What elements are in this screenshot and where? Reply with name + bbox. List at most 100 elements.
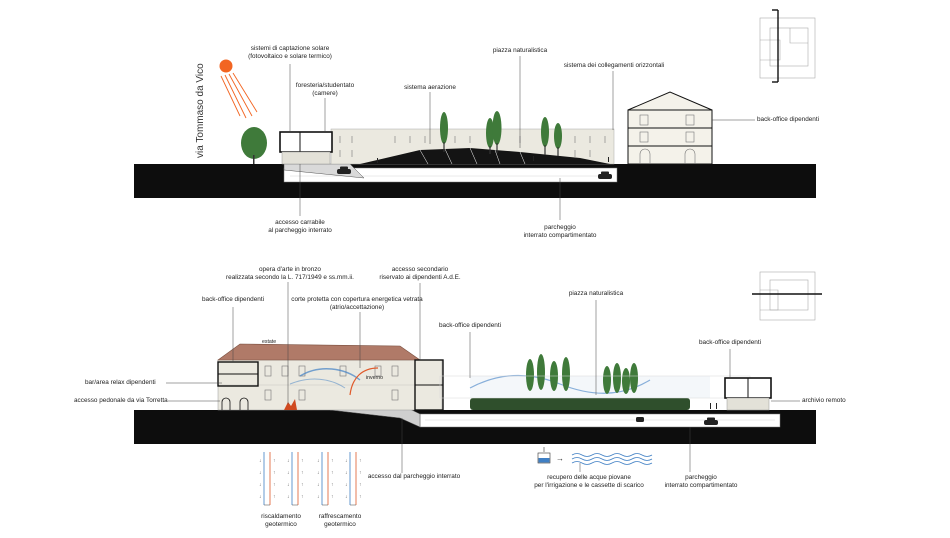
svg-text:↓: ↓: [317, 458, 320, 464]
svg-text:↓: ↓: [317, 482, 320, 488]
label-cool-line2: geotermico: [324, 521, 356, 529]
bottom-historic-building: [217, 343, 444, 411]
key-plan-top: [759, 9, 816, 83]
label-rainwater: recupero delle acque piovane per l'irrig…: [534, 474, 644, 490]
bottom-piazza: [469, 354, 710, 410]
svg-text:↑: ↑: [301, 458, 304, 464]
svg-text:↓: ↓: [287, 458, 290, 464]
bottom-leaders: [166, 282, 800, 473]
label-car-access-line1: accesso carrabile: [275, 219, 325, 226]
svg-text:↑: ↑: [301, 482, 304, 488]
top-parking-void: [283, 167, 618, 183]
svg-text:↓: ↓: [317, 494, 320, 500]
svg-text:↑: ↑: [301, 470, 304, 476]
label-solar-line2: (fotovoltaico e solare termico): [248, 53, 332, 61]
airflow-blue: [299, 368, 361, 381]
label-piazza-top: piazza naturalistica: [492, 47, 548, 54]
label-car-access-line2: al parcheggio interrato: [268, 227, 332, 235]
label-parking-top: parcheggio interrato compartimentato: [524, 224, 597, 240]
label-solar-systems: sistemi di captazione solare (fotovoltai…: [248, 45, 332, 61]
label-heat-line2: geotermico: [265, 521, 297, 529]
label-guest-line1: foresteria/studentato: [295, 82, 355, 89]
svg-text:↑: ↑: [331, 470, 334, 476]
bottom-parking-void: [419, 413, 781, 428]
label-winter: inverno: [366, 375, 384, 381]
top-leaders: [289, 56, 755, 220]
label-bronze-art: opera d'arte in bronzo realizzata second…: [226, 266, 354, 282]
label-parking-top-line1: parcheggio: [544, 224, 576, 231]
geothermal-probes: [263, 452, 357, 505]
svg-text:↑: ↑: [359, 470, 362, 476]
svg-text:↓: ↓: [345, 494, 348, 500]
svg-text:↓: ↓: [345, 458, 348, 464]
label-parking-bottom: parcheggio interrato compartimentato: [665, 474, 738, 490]
label-parking-bottom-line1: parcheggio: [685, 474, 717, 481]
label-side-access: accesso secondario riservato ai dipenden…: [379, 266, 460, 282]
svg-text:↑: ↑: [273, 494, 276, 500]
svg-text:↑: ↑: [359, 494, 362, 500]
sculpture-icon: [284, 399, 297, 410]
water-waves: [571, 453, 653, 465]
svg-text:↓: ↓: [345, 482, 348, 488]
svg-text:↓: ↓: [287, 494, 290, 500]
label-solar-line1: sistemi di captazione solare: [250, 45, 330, 52]
label-backoffice-top: back-office dipendenti: [757, 116, 820, 123]
key-plan-bottom: [752, 271, 822, 321]
label-horizontal-links: sistema dei collegamenti orizzontali: [563, 62, 665, 69]
label-aeration: sistema aerazione: [404, 84, 456, 91]
street-label: via Tommaso da Vico: [195, 63, 206, 158]
label-car-access: accesso carrabile al parcheggio interrat…: [268, 219, 332, 235]
label-side-access-line1: accesso secondario: [391, 266, 449, 273]
sun-icon: [219, 59, 258, 119]
rainwater-tank-icon: [537, 447, 551, 464]
label-covered-court: corte protetta con copertura energetica …: [291, 296, 422, 312]
svg-text:↓: ↓: [259, 482, 262, 488]
top-guest-block: [279, 131, 333, 153]
car-icon: [337, 166, 351, 174]
label-pedestrian-access: accesso pedonale da via Torretta: [74, 397, 168, 404]
label-cool-line1: raffrescamento: [318, 513, 362, 520]
car-icon: [598, 171, 612, 179]
svg-text:↓: ↓: [287, 482, 290, 488]
label-piazza-bottom: piazza naturalistica: [568, 290, 624, 297]
svg-text:↓: ↓: [259, 470, 262, 476]
svg-text:↑: ↑: [273, 458, 276, 464]
label-rain-line1: recupero delle acque piovane: [547, 474, 631, 481]
bottom-right-building: [724, 377, 772, 411]
top-green-mound: [360, 148, 610, 164]
svg-text:↑: ↑: [359, 482, 362, 488]
svg-text:↑: ↑: [331, 458, 334, 464]
label-side-access-line2: riservato ai dipendenti A.d.E.: [379, 274, 461, 282]
label-from-parking: accesso dal parcheggio interrato: [367, 473, 461, 480]
label-heat-line1: riscaldamento: [261, 513, 301, 520]
car-icon: [704, 417, 718, 425]
label-rain-line2: per l'irrigazione e le cassette di scari…: [534, 482, 644, 490]
top-section: [134, 9, 816, 220]
label-remote-archive: archivio remoto: [802, 397, 846, 404]
svg-text:↑: ↑: [359, 458, 362, 464]
svg-text:↑: ↑: [331, 494, 334, 500]
label-court-line2: (atrio/accettazione): [329, 304, 385, 312]
svg-text:↑: ↑: [301, 494, 304, 500]
label-parking-top-line2: interrato compartimentato: [523, 232, 597, 240]
svg-text:↓: ↓: [317, 470, 320, 476]
label-backoffice-mid: back-office dipendenti: [438, 322, 502, 329]
label-summer: estate: [262, 339, 277, 345]
svg-text:↓: ↓: [259, 494, 262, 500]
svg-text:↓: ↓: [287, 470, 290, 476]
label-bar-relax: bar/area relax dipendenti: [85, 379, 156, 386]
top-historic-building: [627, 91, 713, 165]
label-geo-heating: riscaldamento geotermico: [261, 513, 301, 529]
svg-text:↓: ↓: [259, 458, 262, 464]
label-guest-line2: (camere): [312, 90, 338, 98]
label-backoffice-right: back-office dipendenti: [698, 339, 762, 346]
car-icon: [636, 417, 644, 422]
label-geo-cooling: raffrescamento geotermico: [319, 513, 362, 529]
label-guest-house: foresteria/studentato (camere): [296, 82, 354, 98]
label-court-line1: corte protetta con copertura energetica …: [291, 296, 423, 303]
svg-text:→: →: [556, 454, 564, 463]
svg-text:↓: ↓: [345, 470, 348, 476]
svg-text:↑: ↑: [331, 482, 334, 488]
